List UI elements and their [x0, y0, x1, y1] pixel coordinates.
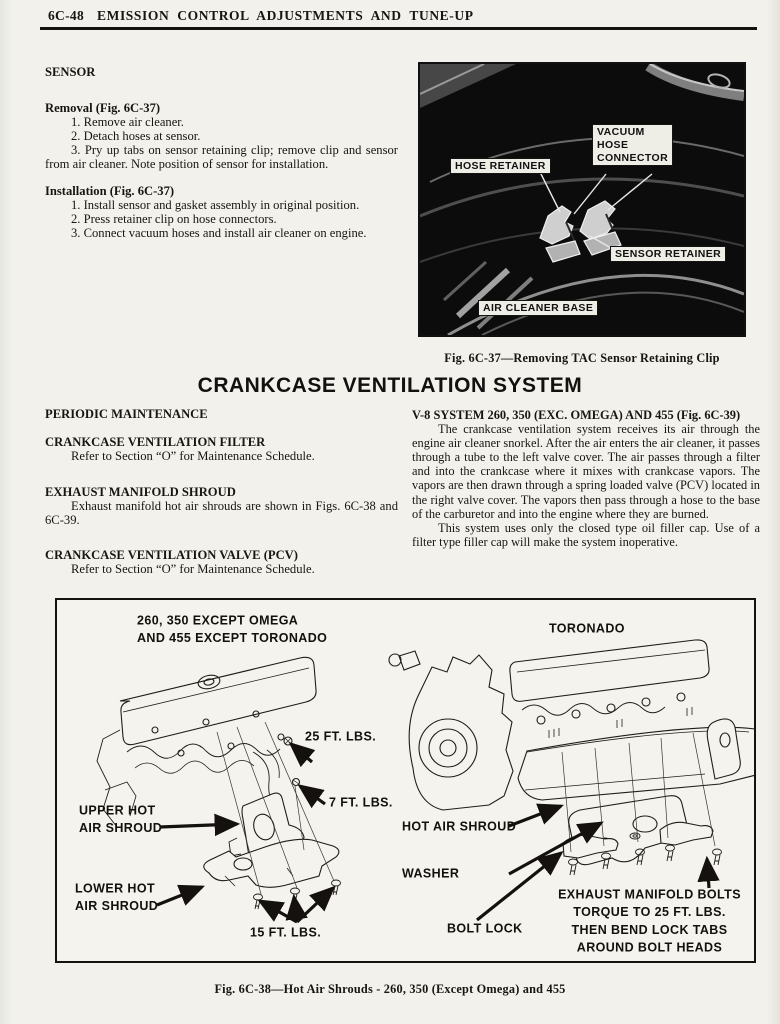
removal-step: 3. Pry up tabs on sensor retaining clip;…	[45, 142, 398, 171]
section-title: CRANKCASE VENTILATION SYSTEM	[197, 374, 583, 397]
shroud-body: Exhaust manifold hot air shrouds are sho…	[45, 498, 398, 527]
shroud-heading: EXHAUST MANIFOLD SHROUD	[45, 484, 236, 499]
installation-step: 3. Connect vacuum hoses and install air …	[71, 226, 367, 241]
v8-paragraph-1: The crankcase ventilation system receive…	[412, 422, 760, 521]
label-exhaust-manifold-bolts-note: EXHAUST MANIFOLD BOLTS TORQUE TO 25 FT. …	[558, 887, 741, 955]
label-torque-25: 25 FT. LBS.	[305, 729, 377, 744]
v8-system-section: V-8 SYSTEM 260, 350 (EXC. OMEGA) AND 455…	[412, 408, 760, 549]
label-hot-air-shroud: HOT AIR SHROUD	[402, 819, 517, 834]
filter-heading: CRANKCASE VENTILATION FILTER	[45, 434, 266, 449]
callout-arrows	[156, 741, 720, 924]
left-diagram-title: 260, 350 EXCEPT OMEGA AND 455 EXCEPT TOR…	[137, 613, 328, 646]
photo-label-hose-retainer: HOSE RETAINER	[450, 158, 551, 174]
label-upper-hot-air-shroud: UPPER HOT AIR SHROUD	[79, 803, 163, 836]
removal-heading: Removal (Fig. 6C-37)	[45, 100, 161, 115]
filter-body: Refer to Section “O” for Maintenance Sch…	[71, 448, 315, 463]
v8-heading: V-8 SYSTEM 260, 350 (EXC. OMEGA) AND 455…	[412, 408, 741, 422]
pcv-body: Refer to Section “O” for Maintenance Sch…	[71, 562, 315, 577]
pcv-heading: CRANKCASE VENTILATION VALVE (PCV)	[45, 548, 298, 563]
figure-6c38: 260, 350 EXCEPT OMEGA AND 455 EXCEPT TOR…	[55, 598, 756, 963]
hot-air-shroud-drawing	[96, 639, 754, 924]
photo-label-air-cleaner-base: AIR CLEANER BASE	[478, 300, 599, 316]
installation-step: 2. Press retainer clip on hose connector…	[71, 212, 277, 227]
photo-figure-6c37: HOSE RETAINER VACUUM HOSE CONNECTOR SENS…	[418, 62, 746, 337]
periodic-maintenance-heading: PERIODIC MAINTENANCE	[45, 407, 208, 421]
sensor-section: SENSOR Removal (Fig. 6C-37) 1. Remove ai…	[45, 65, 398, 241]
sensor-heading: SENSOR	[45, 65, 96, 79]
v8-paragraph-2: This system uses only the closed type oi…	[412, 520, 760, 549]
figure-caption: Fig. 6C-38—Hot Air Shrouds - 260, 350 (E…	[214, 982, 566, 996]
header-rule	[40, 27, 757, 30]
right-diagram-title: TORONADO	[549, 621, 625, 636]
label-torque-7: 7 FT. LBS.	[329, 795, 393, 810]
photo-caption: Fig. 6C-37—Removing TAC Sensor Retaining…	[444, 351, 720, 365]
left-engine-drawing	[96, 656, 341, 910]
removal-step: 2. Detach hoses at sensor.	[71, 128, 201, 143]
sensor-clip-art	[539, 200, 622, 263]
label-washer: WASHER	[402, 866, 460, 881]
page-header-title: EMISSION CONTROL ADJUSTMENTS AND TUNE-UP	[97, 8, 474, 23]
maintenance-section: PERIODIC MAINTENANCE CRANKCASE VENTILATI…	[45, 407, 398, 577]
photo-label-vacuum-hose-connector: VACUUM HOSE CONNECTOR	[592, 124, 674, 166]
installation-heading: Installation (Fig. 6C-37)	[45, 184, 175, 199]
removal-step: 1. Remove air cleaner.	[71, 114, 184, 129]
photo-label-sensor-retainer: SENSOR RETAINER	[610, 246, 727, 262]
page-number: 6C-48	[48, 8, 84, 23]
air-cleaner-photo-art	[420, 64, 744, 335]
label-lower-hot-air-shroud: LOWER HOT AIR SHROUD	[75, 881, 159, 914]
installation-step: 1. Install sensor and gasket assembly in…	[71, 198, 360, 213]
label-bolt-lock: BOLT LOCK	[447, 921, 523, 936]
label-torque-15: 15 FT. LBS.	[250, 925, 322, 940]
